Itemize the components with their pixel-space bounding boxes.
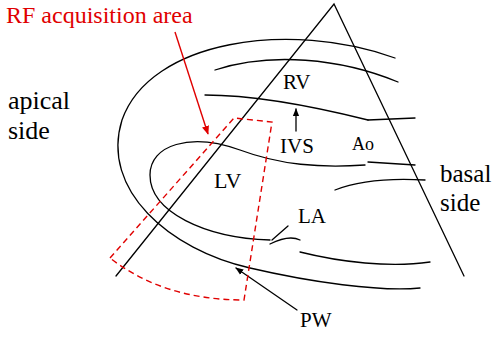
rf-acquisition-region <box>110 118 272 300</box>
orientation-label: apical side <box>8 86 103 146</box>
lv-cavity <box>150 142 365 240</box>
structure-label: PW <box>300 308 332 332</box>
leader-arrow <box>175 32 208 134</box>
leader-arrow <box>295 109 296 131</box>
aorta-wall <box>368 118 415 165</box>
structure-label: IVS <box>280 134 314 158</box>
mitral-valve <box>270 226 300 244</box>
septum-rv-side <box>205 95 368 120</box>
chamber-label: LA <box>298 204 326 228</box>
heart-outline <box>118 39 420 288</box>
scan-sector <box>116 4 464 276</box>
structure-label: Ao <box>352 134 374 155</box>
la-floor <box>300 252 430 264</box>
chamber-label: RV <box>283 70 311 94</box>
la-roof <box>335 179 425 190</box>
region-label: RF acquisition area <box>6 2 193 30</box>
chamber-label: LV <box>214 168 241 193</box>
orientation-label: basal side <box>440 160 498 218</box>
